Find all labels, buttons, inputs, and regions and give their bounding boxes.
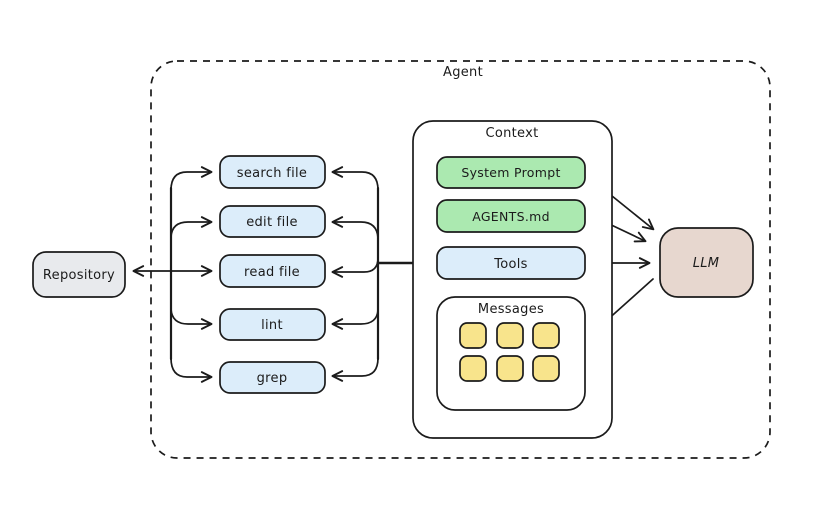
node-repository: Repository <box>32 251 126 298</box>
system-prompt-box <box>436 156 586 189</box>
message-squares <box>459 322 560 382</box>
message-square <box>496 322 524 349</box>
edge-hub-to-edit-file <box>170 216 213 238</box>
edge-hub-to-search-file <box>170 166 213 191</box>
message-square <box>459 355 487 382</box>
node-messages: Messages <box>436 296 586 411</box>
messages-label: Messages <box>478 302 544 317</box>
tools-label: Tools <box>493 257 528 272</box>
node-read-file: read file <box>219 254 326 288</box>
edit-file-label: edit file <box>246 215 298 230</box>
message-square <box>532 355 560 382</box>
lint-label: lint <box>261 318 283 333</box>
message-square <box>459 322 487 349</box>
agents-md-label: AGENTS.md <box>472 209 550 224</box>
node-tools: Tools <box>436 246 586 280</box>
system-prompt-label: System Prompt <box>461 165 560 180</box>
edges-right-fan <box>331 166 430 382</box>
node-llm: LLM <box>659 227 754 298</box>
search-file-box <box>219 155 326 189</box>
repository-box <box>32 251 126 298</box>
edge-tools-to-search-file <box>331 166 379 191</box>
node-grep: grep <box>219 361 326 394</box>
read-file-box <box>219 254 326 288</box>
message-square <box>496 355 524 382</box>
context-label: Context <box>485 126 538 141</box>
node-search-file: search file <box>219 155 326 189</box>
edges-left-fan <box>132 166 213 383</box>
message-square <box>532 322 560 349</box>
edge-tools-to-grep <box>331 357 379 382</box>
lint-box <box>219 308 326 341</box>
edge-hub-to-grep <box>170 357 213 383</box>
node-lint: lint <box>219 308 326 341</box>
node-agents-md: AGENTS.md <box>436 199 586 233</box>
edge-tools-to-read-file <box>331 257 379 278</box>
search-file-label: search file <box>237 166 307 181</box>
tools-box <box>436 246 586 280</box>
grep-label: grep <box>257 371 288 386</box>
edge-tools-to-edit-file <box>331 216 379 239</box>
edge-tools-to-lint <box>331 309 379 330</box>
agent-boundary <box>150 60 771 459</box>
node-edit-file: edit file <box>219 205 326 238</box>
grep-box <box>219 361 326 394</box>
llm-label: LLM <box>693 256 720 271</box>
repository-label: Repository <box>43 268 115 283</box>
node-system-prompt: System Prompt <box>436 156 586 189</box>
edit-file-box <box>219 205 326 238</box>
llm-box <box>659 227 754 298</box>
read-file-label: read file <box>244 265 300 280</box>
agent-label: Agent <box>443 65 483 80</box>
agents-md-box <box>436 199 586 233</box>
edge-hub-to-lint <box>170 308 213 330</box>
